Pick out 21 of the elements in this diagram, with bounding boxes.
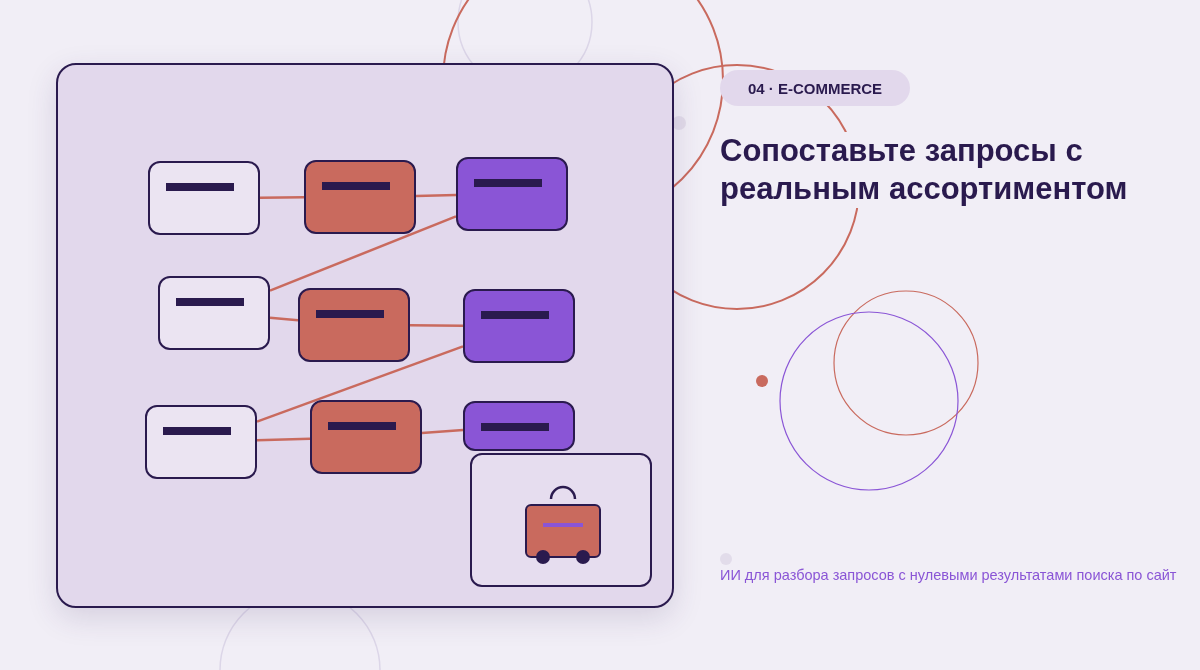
process-box [463, 401, 575, 451]
connector-line [256, 345, 464, 423]
category-tag: 04 · E-COMMERCE [720, 70, 910, 106]
connector-line [269, 215, 457, 292]
process-box [463, 289, 575, 363]
connector-line [421, 428, 464, 435]
connector-line [256, 437, 311, 442]
connector-line [415, 193, 457, 198]
caption: ИИ для разбора запросов с нулевыми результатами поиска по сайт [720, 567, 1177, 583]
connector-line [410, 324, 463, 327]
process-box [298, 288, 410, 362]
process-box [148, 161, 260, 235]
connector-line [260, 196, 304, 199]
process-box [145, 405, 257, 479]
process-box [304, 160, 416, 234]
process-box [456, 157, 568, 231]
process-box [158, 276, 270, 350]
connector-line [269, 316, 299, 322]
illustration-panel [56, 63, 674, 608]
process-box [310, 400, 422, 474]
product-card [470, 453, 652, 587]
